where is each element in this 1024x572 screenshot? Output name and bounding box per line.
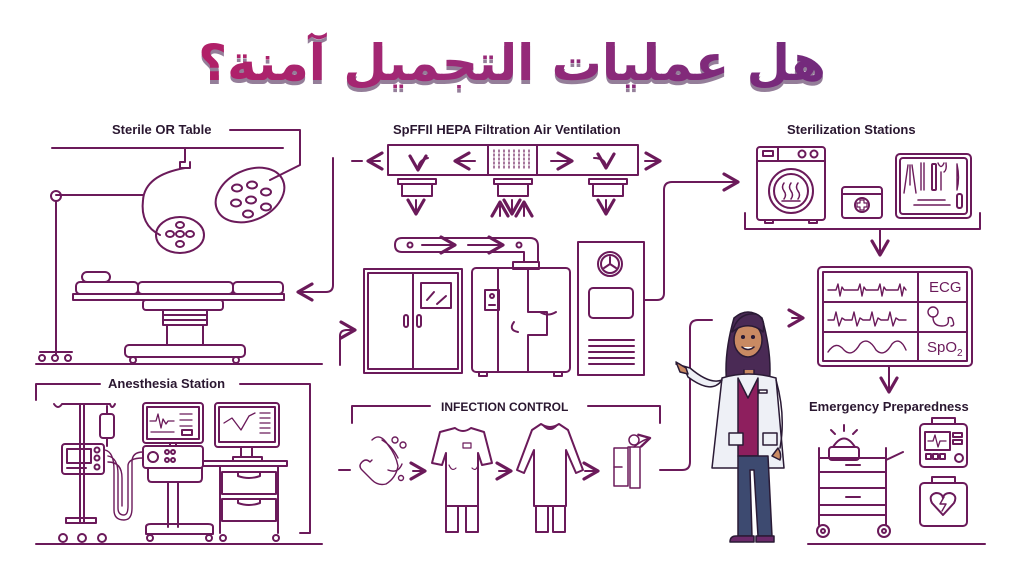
stethoscope-icon bbox=[927, 306, 955, 327]
disposal-icon bbox=[613, 433, 652, 489]
air-vent-center-icon bbox=[493, 178, 533, 197]
ecg-waveform-icon bbox=[827, 283, 907, 297]
washer-sterilizer-icon bbox=[756, 146, 826, 224]
spo2-text: SpO bbox=[927, 339, 958, 356]
infusion-pump-icon bbox=[61, 443, 105, 475]
scrubs-icon bbox=[431, 427, 493, 533]
air-vent-left-icon bbox=[397, 178, 437, 197]
spo2-waveform-icon bbox=[827, 340, 907, 354]
surgical-gown-icon bbox=[516, 423, 584, 533]
label-hepa-ventilation: SpFFIl HEPA Filtration Air Ventilation bbox=[389, 122, 625, 137]
autoclave-machine-icon bbox=[471, 261, 571, 377]
hand-washing-icon bbox=[359, 436, 407, 486]
label-emergency-preparedness: Emergency Preparedness bbox=[805, 399, 973, 414]
anesthesia-machine-icon bbox=[142, 445, 214, 542]
drawer-cart-icon bbox=[202, 460, 288, 542]
infection-control-section bbox=[338, 319, 713, 533]
label-sterile-or-table: Sterile OR Table bbox=[108, 122, 216, 137]
label-anesthesia-station: Anesthesia Station bbox=[104, 376, 230, 391]
surgical-light-left-icon bbox=[50, 167, 205, 356]
hepa-filter-unit-icon bbox=[387, 144, 639, 176]
doctor-illustration bbox=[675, 311, 785, 543]
vital-monitor-section bbox=[787, 266, 973, 394]
vital-monitor-1-icon bbox=[142, 402, 204, 447]
cabinet-icon bbox=[363, 268, 463, 374]
medical-kit-icon bbox=[841, 186, 883, 219]
defibrillator-icon bbox=[919, 417, 968, 468]
control-panel-icon bbox=[577, 241, 645, 376]
label-sterilization-stations: Sterilization Stations bbox=[783, 122, 920, 137]
operating-table-icon bbox=[35, 271, 323, 365]
spo2-subscript: 2 bbox=[957, 348, 963, 359]
crash-cart-icon bbox=[816, 424, 904, 538]
emergency-section bbox=[807, 417, 986, 545]
sterilization-section bbox=[744, 146, 981, 257]
vital-monitor-2-icon bbox=[214, 402, 280, 462]
hepa-ventilation-section bbox=[351, 144, 662, 218]
first-aid-heart-kit-icon bbox=[919, 476, 968, 527]
anesthesia-section bbox=[35, 383, 323, 545]
or-table-section bbox=[35, 129, 334, 365]
air-vent-right-icon bbox=[588, 178, 628, 197]
surgical-instrument-tray-icon bbox=[895, 153, 972, 219]
clean-room-section bbox=[339, 172, 740, 377]
surgical-light-right-icon bbox=[214, 166, 286, 224]
monitor-spo2-label: SpO2 bbox=[923, 339, 967, 359]
page-title: هل عمليات التجميل آمنة؟ bbox=[0, 28, 1024, 98]
label-infection-control: INFECTION CONTROL bbox=[437, 400, 573, 414]
monitor-ecg-label: ECG bbox=[929, 279, 962, 296]
